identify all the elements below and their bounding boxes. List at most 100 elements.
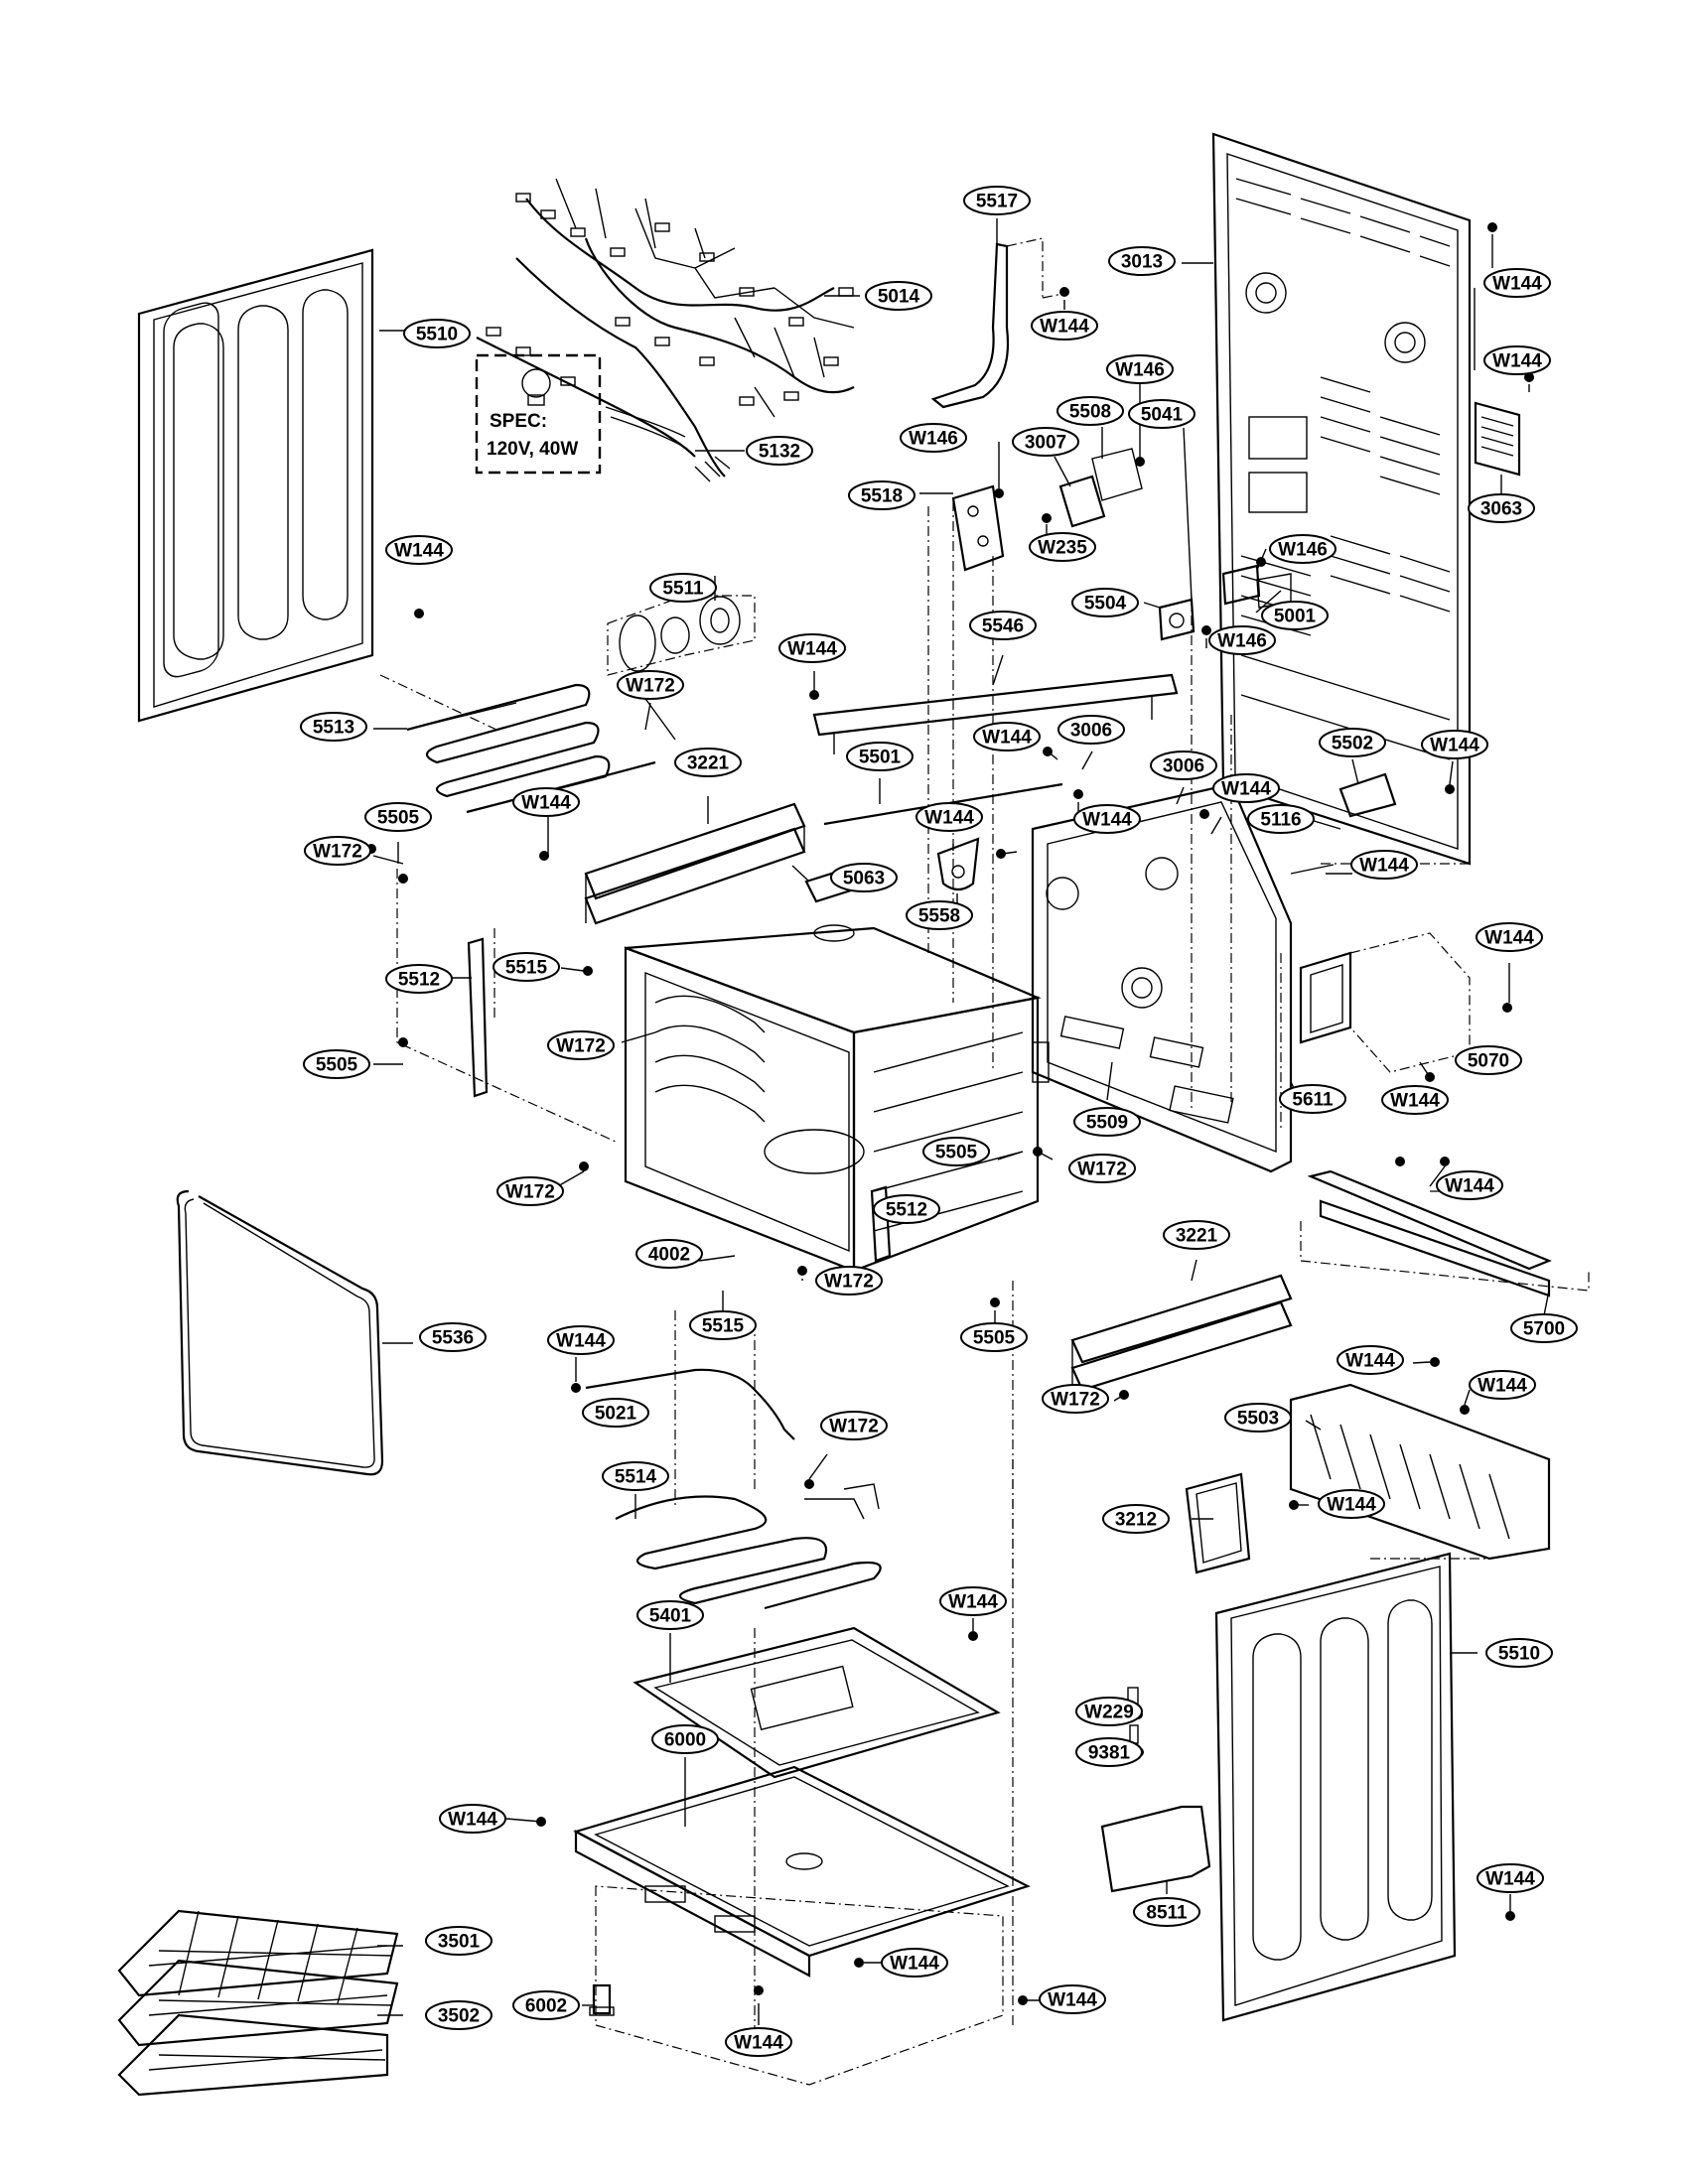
callout-5401: 5401	[636, 1600, 704, 1630]
oven-cavity	[624, 924, 1050, 1273]
callout-text: W144	[1492, 274, 1542, 295]
callout-text: W172	[824, 1272, 874, 1293]
callout-5041: 5041	[1128, 399, 1196, 429]
callout-5515: 5515	[492, 952, 560, 982]
callout-text: 5611	[1292, 1090, 1334, 1111]
callout-5515: 5515	[689, 1310, 757, 1340]
callout-w235: W235	[1029, 532, 1096, 562]
callout-5517: 5517	[963, 186, 1031, 215]
callout-text: W144	[1040, 317, 1089, 338]
callout-text: 5512	[398, 970, 440, 991]
callout-5611: 5611	[1279, 1084, 1346, 1114]
callout-labels: 55173013W1445014W1445510W146W1445508W146…	[300, 186, 1578, 2057]
door-gasket	[176, 1189, 384, 1476]
callout-5063: 5063	[830, 863, 898, 892]
callout-w144: W144	[1483, 268, 1551, 298]
callout-text: 5501	[859, 748, 902, 768]
callout-w172: W172	[1068, 1154, 1136, 1183]
screws	[366, 222, 1534, 2005]
callout-text: W146	[1278, 540, 1328, 561]
callout-w144: W144	[385, 535, 453, 565]
callout-5700: 5700	[1510, 1313, 1578, 1343]
callout-text: 5021	[595, 1404, 637, 1425]
callout-w146: W146	[900, 423, 967, 453]
callout-w146: W146	[1208, 625, 1276, 655]
callout-w172: W172	[547, 1030, 615, 1060]
callout-text: W144	[948, 1592, 998, 1613]
side-panel-left	[137, 248, 374, 723]
callout-text: 5536	[432, 1328, 474, 1349]
callout-text: W144	[1492, 351, 1542, 372]
callout-text: 5063	[843, 869, 885, 889]
callout-w172: W172	[496, 1176, 564, 1206]
lower-frame	[573, 1765, 1031, 2086]
callout-w146: W146	[1269, 534, 1336, 564]
callout-text: 5558	[918, 906, 960, 927]
callout-5505: 5505	[960, 1322, 1028, 1352]
callout-5501: 5501	[846, 742, 914, 771]
callout-text: W144	[1359, 856, 1409, 877]
callout-text: 5505	[973, 1328, 1016, 1349]
rail-lower	[1070, 1274, 1293, 1392]
callout-text: W144	[734, 2033, 783, 2054]
callout-w172: W172	[304, 836, 371, 866]
callout-text: 5511	[662, 579, 704, 600]
callout-text: 5070	[1468, 1051, 1509, 1072]
callout-w146: W146	[1106, 354, 1174, 384]
callout-text: W172	[626, 676, 675, 697]
side-panel-right	[1214, 1552, 1457, 2022]
callout-text: W146	[1217, 631, 1267, 652]
callout-text: 5505	[935, 1143, 978, 1163]
callout-text: 5510	[1498, 1644, 1540, 1665]
control-bracket-panel	[1031, 782, 1293, 1173]
callout-5502: 5502	[1319, 728, 1386, 757]
callout-5536: 5536	[419, 1322, 487, 1352]
callout-text: W172	[1077, 1160, 1127, 1180]
callout-text: W144	[982, 728, 1032, 749]
callout-5513: 5513	[300, 712, 367, 742]
callout-5558: 5558	[906, 900, 973, 930]
callout-w144: W144	[1336, 1345, 1404, 1375]
callout-w144: W144	[1073, 804, 1141, 834]
callout-text: 3007	[1025, 433, 1066, 454]
callout-3212: 3212	[1102, 1504, 1170, 1534]
callout-text: 5700	[1523, 1319, 1565, 1340]
small-brackets	[1158, 564, 1292, 641]
callout-w144: W144	[881, 1948, 948, 1978]
callout-9381: 9381	[1075, 1737, 1143, 1767]
callout-text: W172	[556, 1036, 606, 1057]
callout-5116: 5116	[1247, 804, 1315, 834]
callout-text: 5505	[316, 1055, 358, 1076]
callout-text: W144	[1390, 1091, 1440, 1112]
callout-3006: 3006	[1057, 715, 1125, 745]
callout-text: 6000	[664, 1730, 706, 1751]
callout-w172: W172	[815, 1266, 883, 1296]
callout-w144: W144	[973, 722, 1041, 751]
bake-element	[615, 1483, 882, 1610]
callout-text: W144	[521, 793, 571, 814]
callout-text: W144	[448, 1810, 497, 1831]
callout-text: W172	[505, 1182, 555, 1203]
callout-text: 5515	[702, 1316, 745, 1337]
callout-text: W144	[1082, 810, 1132, 831]
callout-5503: 5503	[1224, 1403, 1292, 1433]
callout-5021: 5021	[582, 1398, 649, 1428]
callout-5014: 5014	[865, 281, 932, 311]
callout-w144: W144	[1436, 1170, 1503, 1200]
callout-w229: W229	[1075, 1697, 1143, 1726]
callout-5511: 5511	[649, 573, 717, 603]
callout-text: W144	[1345, 1351, 1395, 1372]
callout-5505: 5505	[364, 802, 432, 832]
callout-5508: 5508	[1056, 396, 1124, 426]
callout-5512: 5512	[873, 1194, 940, 1224]
callout-5132: 5132	[746, 436, 813, 466]
callout-text: 5116	[1260, 810, 1301, 831]
callout-w144: W144	[1212, 773, 1280, 803]
callout-5504: 5504	[1071, 588, 1139, 617]
callout-w144: W144	[1031, 311, 1098, 341]
callout-6002: 6002	[512, 1990, 580, 2020]
callout-text: 5509	[1086, 1113, 1128, 1134]
callout-4002: 4002	[635, 1239, 703, 1269]
callout-w144: W144	[439, 1804, 506, 1834]
